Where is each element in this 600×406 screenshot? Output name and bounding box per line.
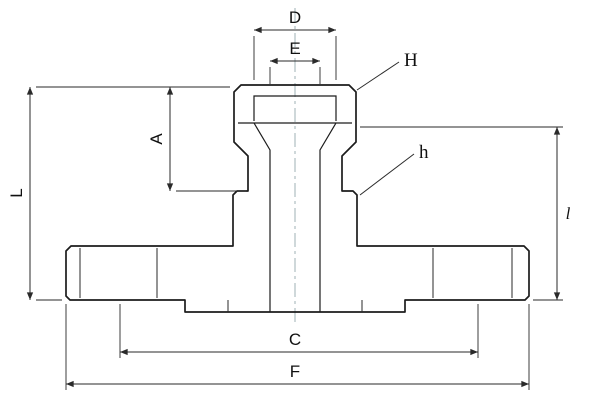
dimension-E: E bbox=[269, 39, 321, 84]
dim-label-a: A bbox=[147, 133, 166, 145]
callout-h-leader-line bbox=[359, 153, 415, 196]
dim-label-f: F bbox=[290, 362, 300, 381]
dimension-l-right: l bbox=[360, 126, 571, 301]
callout-H: H bbox=[356, 50, 418, 91]
dimension-D-extension-lines bbox=[253, 36, 337, 80]
dim-label-L: L bbox=[7, 188, 26, 197]
callout-label-H: H bbox=[404, 50, 418, 71]
flange-edge-lines bbox=[79, 248, 513, 312]
dimension-L-extension-lines bbox=[36, 86, 230, 301]
dimension-C: C bbox=[119, 304, 479, 358]
dimension-F: F bbox=[65, 304, 530, 390]
cap-internal-lines bbox=[238, 95, 352, 312]
dimension-l-extension-lines bbox=[360, 126, 563, 301]
dimension-L: L bbox=[7, 86, 230, 301]
dim-label-d: D bbox=[289, 8, 301, 27]
part-cross-section bbox=[65, 84, 530, 313]
callout-h: h bbox=[359, 142, 429, 196]
dim-label-e: E bbox=[289, 39, 300, 58]
dim-label-c: C bbox=[289, 330, 301, 349]
dimension-A: A bbox=[147, 87, 246, 192]
part-outline-path bbox=[65, 84, 530, 313]
dimension-D: D bbox=[253, 8, 337, 80]
callout-label-h: h bbox=[419, 142, 429, 163]
callout-H-leader-line bbox=[356, 61, 400, 91]
dim-label-l: l bbox=[566, 204, 571, 223]
dimension-E-extension-lines bbox=[269, 67, 321, 84]
dimension-F-extension-lines bbox=[65, 304, 530, 390]
